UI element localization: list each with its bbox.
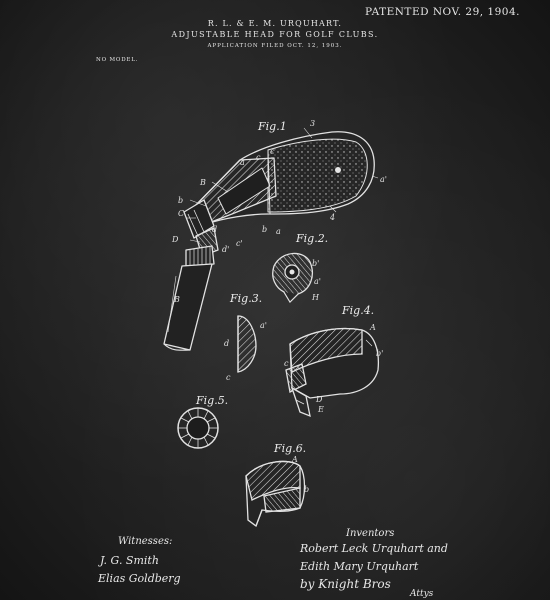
ref-b-2: b xyxy=(262,225,267,234)
inventor-names: R. L. & E. M. URQUHART. xyxy=(207,19,343,28)
ref-d: d xyxy=(212,225,217,234)
ref-d-prime: d' xyxy=(222,245,229,254)
ref-a-1: a xyxy=(240,158,245,167)
witness-2-signature: Elias Goldberg xyxy=(97,572,181,585)
ref-b-prime-4: b' xyxy=(376,349,383,358)
witnesses-heading: Witnesses: xyxy=(118,536,172,547)
ref-4: 4 xyxy=(329,213,335,222)
ref-3: 3 xyxy=(310,119,315,128)
figure-2-label: Fig.2. xyxy=(295,232,328,245)
ref-a-prime-3: a' xyxy=(260,321,267,330)
patent-title: ADJUSTABLE HEAD FOR GOLF CLUBS. xyxy=(171,30,379,39)
no-model-label: NO MODEL. xyxy=(96,57,139,63)
figure-1-labels: Fig.1 3 B b C D a c c a' 4 b a c' d' d B xyxy=(171,119,387,304)
ref-b: b xyxy=(178,196,183,205)
ref-d-3: d xyxy=(224,339,229,348)
figure-3-label: Fig.3. xyxy=(229,292,262,305)
figure-5-drawing xyxy=(177,407,219,449)
ref-B: B xyxy=(199,178,206,187)
figure-4-drawing xyxy=(285,327,380,418)
witness-signatures: Witnesses: J. G. Smith Elias Goldberg xyxy=(97,536,181,585)
inventor-2-signature: Edith Mary Urquhart xyxy=(299,560,419,573)
ref-C: C xyxy=(178,209,184,218)
ring-teeth xyxy=(178,408,218,448)
ref-b-prime: b' xyxy=(312,259,319,268)
ref-c-3: c xyxy=(226,373,231,382)
inventors-heading: Inventors xyxy=(345,528,394,539)
figure-3-drawing xyxy=(237,315,257,373)
ref-H: H xyxy=(311,293,320,302)
ref-D: D xyxy=(171,235,179,244)
attorney-role: Attys xyxy=(409,589,434,599)
figure-6-label: Fig.6. xyxy=(273,442,306,455)
inventor-signatures: Inventors Robert Leck Urquhart and Edith… xyxy=(299,528,448,599)
ref-c-2: c xyxy=(270,147,275,156)
figure-2-drawing xyxy=(272,252,313,304)
ref-A-6: A xyxy=(291,455,298,464)
figure-4-label: Fig.4. xyxy=(341,304,374,317)
witness-1-signature: J. G. Smith xyxy=(98,554,159,567)
ref-a-2: a xyxy=(276,227,281,236)
application-filed: APPLICATION FILED OCT. 12, 1903. xyxy=(207,43,343,49)
ref-c-prime: c' xyxy=(236,239,243,248)
ref-c-4: c xyxy=(284,359,289,368)
ref-c-1: c xyxy=(256,153,261,162)
ref-b-6: b xyxy=(304,485,309,494)
ref-D-4: D xyxy=(315,395,323,404)
patent-date: PATENTED NOV. 29, 1904. xyxy=(364,6,520,18)
ref-E: E xyxy=(317,405,324,414)
attorney-signature: by Knight Bros xyxy=(300,577,391,591)
ref-A: A xyxy=(369,323,376,332)
ref-a-prime-1: a' xyxy=(380,175,387,184)
inventor-1-signature: Robert Leck Urquhart and xyxy=(299,542,448,555)
figure-1-label: Fig.1 xyxy=(257,120,287,133)
figure-5-label: Fig.5. xyxy=(195,394,228,407)
figure-1-drawing xyxy=(163,127,379,351)
ref-a-prime-2: a' xyxy=(314,277,321,286)
ref-B-2: B xyxy=(173,295,180,304)
figure-6-drawing xyxy=(245,460,306,528)
